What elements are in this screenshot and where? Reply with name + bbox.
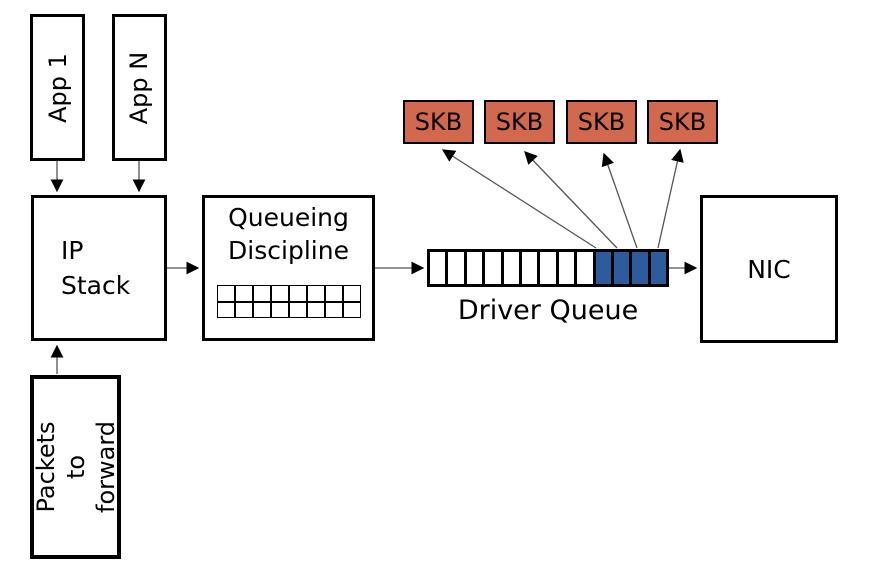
qdisc-grid-cell bbox=[324, 285, 343, 302]
driver-queue-cell bbox=[610, 252, 630, 284]
appn-node: App N bbox=[112, 14, 167, 161]
qdisc-grid-cell bbox=[288, 285, 307, 302]
qdisc-grid bbox=[216, 285, 361, 318]
driver-queue-cell bbox=[555, 252, 575, 284]
qdisc-grid-cell bbox=[270, 285, 289, 302]
ip-stack-node: IP Stack bbox=[31, 195, 167, 341]
driver-queue-cell bbox=[647, 252, 667, 284]
skb-box: SKB bbox=[566, 100, 637, 144]
qdisc-grid-cell bbox=[342, 285, 361, 302]
arrow-cell-to-skb-1 bbox=[441, 149, 597, 249]
skb-box: SKB bbox=[403, 100, 474, 144]
driver-queue bbox=[427, 249, 669, 287]
qdisc-grid-cell bbox=[324, 301, 343, 318]
qdisc-grid-cell bbox=[288, 301, 307, 318]
driver-queue-cell bbox=[445, 252, 464, 284]
packets-to-forward-label: Packets to forward bbox=[31, 420, 120, 514]
driver-queue-label: Driver Queue bbox=[457, 295, 639, 326]
skb-box: SKB bbox=[484, 100, 555, 144]
skb-label: SKB bbox=[414, 108, 463, 136]
skb-label: SKB bbox=[658, 108, 707, 136]
nic-node: NIC bbox=[700, 195, 838, 343]
driver-queue-cell bbox=[592, 252, 611, 284]
app1-label: App 1 bbox=[43, 52, 72, 123]
arrow-cell-to-skb-3 bbox=[601, 152, 638, 249]
queueing-discipline-node: Queueing Discipline bbox=[202, 195, 375, 341]
arrow-cell-to-skb-2 bbox=[524, 151, 618, 249]
skb-label: SKB bbox=[495, 108, 544, 136]
qdisc-grid-cell bbox=[342, 301, 361, 318]
qdisc-grid-cell bbox=[270, 301, 289, 318]
driver-queue-cell bbox=[430, 252, 446, 284]
driver-queue-cell bbox=[574, 252, 593, 284]
driver-queue-cell bbox=[537, 252, 556, 284]
qdisc-grid-cell bbox=[252, 285, 271, 302]
driver-queue-cell bbox=[500, 252, 519, 284]
driver-queue-cell bbox=[518, 252, 538, 284]
driver-queue-cell bbox=[463, 252, 483, 284]
driver-queue-cell bbox=[482, 252, 501, 284]
appn-label: App N bbox=[125, 51, 154, 124]
qdisc-grid-cell bbox=[306, 285, 325, 302]
skb-box: SKB bbox=[647, 100, 718, 144]
queueing-discipline-label: Queueing Discipline bbox=[228, 203, 349, 265]
nic-label: NIC bbox=[747, 254, 791, 284]
qdisc-grid-cell bbox=[216, 301, 235, 318]
qdisc-grid-cell bbox=[306, 301, 325, 318]
packets-to-forward-node: Packets to forward bbox=[30, 375, 121, 559]
app1-node: App 1 bbox=[30, 14, 85, 161]
qdisc-grid-cell bbox=[234, 301, 253, 318]
qdisc-grid-cell bbox=[216, 285, 235, 302]
arrow-cell-to-skb-4 bbox=[657, 148, 684, 249]
ip-stack-label: IP Stack bbox=[61, 236, 131, 300]
skb-label: SKB bbox=[577, 108, 626, 136]
qdisc-grid-cell bbox=[234, 285, 253, 302]
qdisc-grid-cell bbox=[252, 301, 271, 318]
driver-queue-cell bbox=[629, 252, 648, 284]
